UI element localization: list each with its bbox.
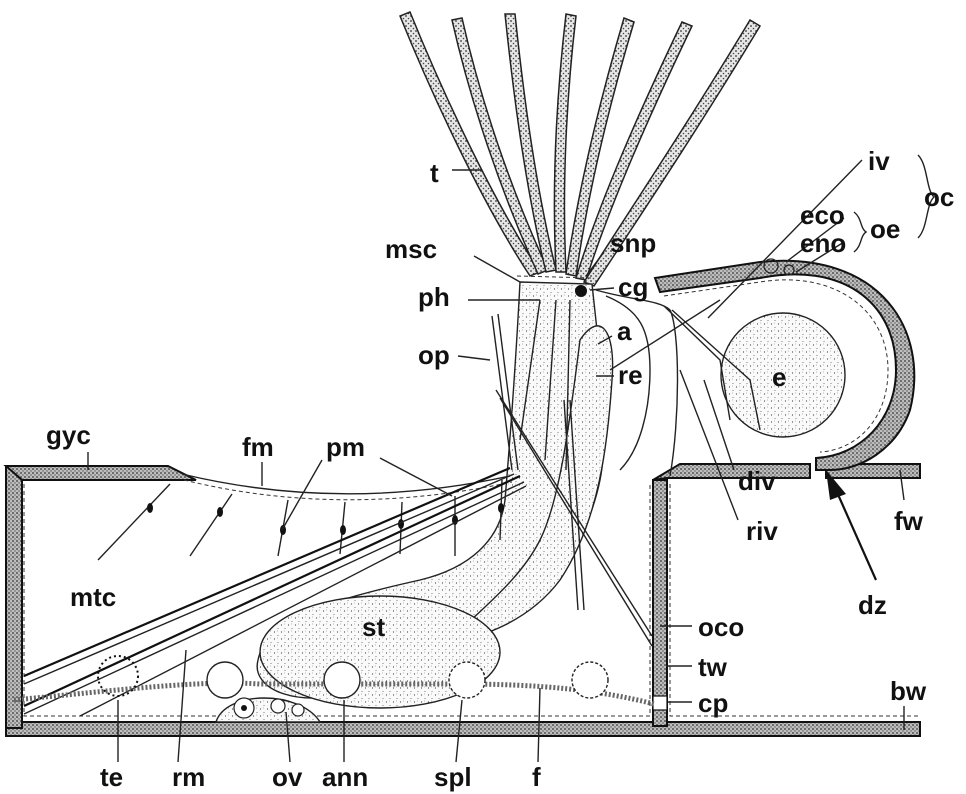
- label-iv: iv: [868, 146, 890, 176]
- label-cg: cg: [618, 272, 648, 302]
- label-re: re: [618, 360, 643, 390]
- label-oe: oe: [870, 214, 900, 244]
- label-t: t: [430, 158, 439, 188]
- label-te: te: [100, 762, 123, 792]
- label-f: f: [532, 762, 541, 792]
- label-snp: snp: [610, 228, 656, 258]
- label-msc: msc: [385, 234, 437, 264]
- label-riv: riv: [746, 516, 778, 546]
- label-eco: eco: [800, 200, 845, 230]
- label-op: op: [418, 340, 450, 370]
- label-oco: oco: [698, 612, 744, 642]
- label-mtc: mtc: [70, 582, 116, 612]
- label-ph: ph: [418, 282, 450, 312]
- label-ov: ov: [272, 762, 303, 792]
- label-ann: ann: [322, 762, 368, 792]
- label-pm: pm: [326, 432, 365, 462]
- tentacle-crown: [400, 12, 760, 286]
- label-rm: rm: [172, 762, 205, 792]
- label-st: st: [362, 612, 385, 642]
- label-a: a: [617, 316, 632, 346]
- label-eno: eno: [800, 228, 846, 258]
- label-dz: dz: [858, 590, 887, 620]
- label-bw: bw: [890, 676, 927, 706]
- label-gyc: gyc: [46, 420, 91, 450]
- label-cp: cp: [698, 688, 728, 718]
- label-tw: tw: [698, 652, 728, 682]
- label-fw: fw: [894, 506, 924, 536]
- label-fm: fm: [242, 432, 274, 462]
- label-e: e: [772, 362, 786, 392]
- label-oc: oc: [924, 182, 954, 212]
- label-div: div: [738, 466, 776, 496]
- label-spl: spl: [434, 762, 472, 792]
